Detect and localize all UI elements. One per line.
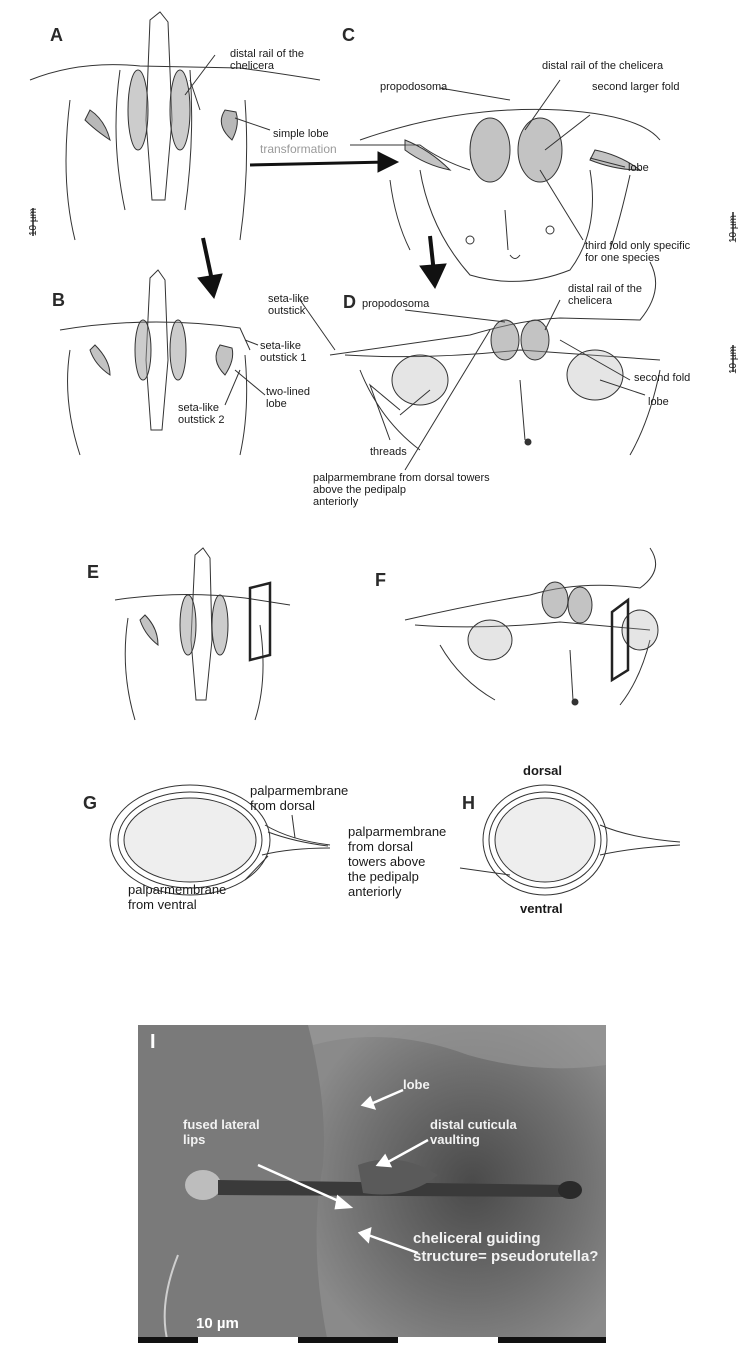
label-c-third-fold-2: for one species [585, 252, 660, 264]
label-h-towers-3: towers above [348, 854, 425, 869]
label-d-distal-rail-2: chelicera [568, 295, 612, 307]
panel-label-c: C [342, 25, 355, 46]
panel-label-i: I [150, 1031, 156, 1054]
label-d-distal-rail-1: distal rail of the [568, 283, 642, 295]
label-b-seta-outstick2-a: seta-like [178, 402, 219, 414]
label-b-seta-outstick1-b: outstick 1 [260, 352, 306, 364]
label-g-from-dorsal-2: from dorsal [250, 798, 315, 813]
scale-label-c: 10 µm [728, 215, 739, 243]
label-d-lobe: lobe [648, 396, 669, 408]
scale-label-a: 10 µm [28, 208, 39, 236]
label-i-distal-cuticula-2: vaulting [430, 1132, 480, 1147]
scale-label-d: 10 µm [728, 346, 739, 374]
label-c-distal-rail: distal rail of the chelicera [542, 60, 663, 72]
label-i-guiding-1: cheliceral guiding [413, 1230, 541, 1248]
label-c-propodosoma: propodosoma [380, 81, 447, 93]
sem-micrograph [138, 1025, 606, 1343]
panel-label-e: E [87, 562, 99, 583]
label-h-towers-2: from dorsal [348, 839, 413, 854]
label-i-distal-cuticula-1: distal cuticula [430, 1117, 517, 1132]
label-h-dorsal: dorsal [523, 765, 562, 777]
label-c-third-fold-1: third fold only specific [585, 240, 690, 252]
label-g-from-ventral-1: palparmembrane [128, 882, 226, 897]
panel-h-drawing [460, 785, 680, 895]
label-a-distal-rail-1: distal rail of the [230, 48, 304, 60]
label-c-second-larger-fold: second larger fold [592, 81, 679, 93]
label-d-propodosoma: propodosoma [362, 298, 429, 310]
label-g-from-dorsal-1: palparmembrane [250, 783, 348, 798]
scale-label-i: 10 µm [196, 1315, 239, 1332]
label-b-seta-outstick2-b: outstick 2 [178, 414, 224, 426]
label-transformation: transformation [260, 143, 337, 155]
panel-label-g: G [83, 793, 97, 814]
label-h-ventral: ventral [520, 903, 563, 915]
label-a-distal-rail-2: chelicera [230, 60, 274, 72]
label-h-towers-4: the pedipalp [348, 869, 419, 884]
label-h-towers-5: anteriorly [348, 884, 401, 899]
label-c-lobe: lobe [628, 162, 649, 174]
label-h-towers-1: palparmembrane [348, 824, 446, 839]
panel-label-b: B [52, 290, 65, 311]
panel-label-h: H [462, 793, 475, 814]
label-b-seta-outstick-2: outstick [268, 305, 305, 317]
label-i-lobe: lobe [403, 1077, 430, 1092]
panel-f-drawing [405, 548, 658, 705]
label-d-palparmembrane-2: above the pedipalp [313, 484, 406, 496]
panel-b-drawing [60, 270, 250, 455]
label-b-two-lined-1: two-lined [266, 386, 310, 398]
panel-label-a: A [50, 25, 63, 46]
label-i-fused-lips-1: fused lateral [183, 1117, 260, 1132]
label-d-palparmembrane-1: palparmembrane from dorsal towers [313, 472, 490, 484]
label-d-threads: threads [370, 446, 407, 458]
label-d-second-fold: second fold [634, 372, 690, 384]
panel-a-drawing [30, 12, 320, 240]
panel-label-f: F [375, 570, 386, 591]
panel-i-sem-image: I lobe fused lateral lips distal cuticul… [138, 1025, 606, 1343]
label-i-fused-lips-2: lips [183, 1132, 205, 1147]
label-d-palparmembrane-3: anteriorly [313, 496, 358, 508]
label-i-guiding-2: structure= pseudorutella? [413, 1248, 598, 1266]
label-b-seta-outstick1-a: seta-like [260, 340, 301, 352]
label-b-two-lined-2: lobe [266, 398, 287, 410]
label-g-from-ventral-2: from ventral [128, 897, 197, 912]
panel-label-d: D [343, 292, 356, 313]
label-b-seta-outstick-1: seta-like [268, 293, 309, 305]
panel-e-drawing [115, 548, 290, 720]
label-a-simple-lobe: simple lobe [273, 128, 329, 140]
